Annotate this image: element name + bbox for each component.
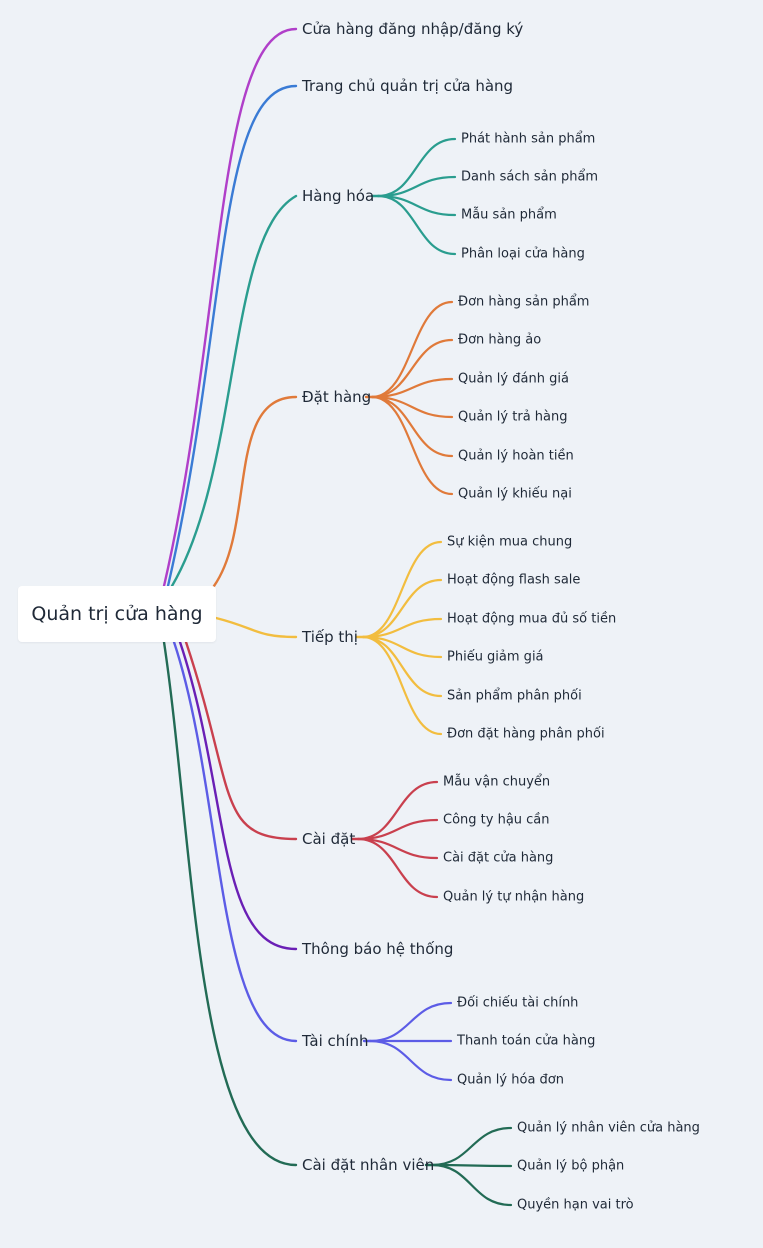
branch-node-3[interactable]: Đặt hàng (302, 388, 372, 406)
leaf-node-2-3[interactable]: Phân loại cửa hàng (461, 246, 585, 262)
branch-connector-2 (170, 194, 298, 588)
branch-connector-3 (212, 395, 298, 588)
leaf-node-8-2[interactable]: Quyền hạn vai trò (517, 1197, 634, 1213)
leaf-connector-8-0 (430, 1126, 513, 1167)
branch-node-4[interactable]: Tiếp thị (302, 628, 358, 646)
leaf-node-8-1[interactable]: Quản lý bộ phận (517, 1158, 625, 1174)
leaf-node-4-2[interactable]: Hoạt động mua đủ số tiền (447, 611, 617, 627)
leaf-node-3-4[interactable]: Quản lý hoàn tiền (458, 448, 574, 464)
leaf-connector-7-0 (368, 1001, 453, 1043)
leaf-node-4-5[interactable]: Đơn đặt hàng phân phối (447, 726, 605, 742)
leaf-node-8-0[interactable]: Quản lý nhân viên cửa hàng (517, 1120, 700, 1136)
leaf-node-7-0[interactable]: Đối chiếu tài chính (457, 995, 579, 1011)
branch-connector-0 (162, 27, 298, 588)
branch-node-7[interactable]: Tài chính (302, 1032, 369, 1050)
leaf-connector-4-5 (361, 635, 443, 736)
leaf-node-5-2[interactable]: Cài đặt cửa hàng (443, 850, 554, 866)
leaf-connector-8-2 (430, 1163, 513, 1207)
branch-connector-5 (184, 640, 298, 841)
leaf-node-5-3[interactable]: Quản lý tự nhận hàng (443, 889, 585, 905)
leaf-connector-3-5 (370, 395, 454, 496)
root-node[interactable]: Quản trị cửa hàng (18, 586, 216, 642)
leaf-node-7-1[interactable]: Thanh toán cửa hàng (457, 1033, 596, 1049)
leaf-connector-7-2 (368, 1039, 453, 1082)
leaf-node-4-3[interactable]: Phiếu giảm giá (447, 649, 544, 665)
leaf-node-4-4[interactable]: Sản phẩm phân phối (447, 688, 582, 704)
branch-node-8[interactable]: Cài đặt nhân viên (302, 1156, 435, 1174)
leaf-connector-5-0 (356, 780, 439, 841)
branch-node-1[interactable]: Trang chủ quản trị cửa hàng (302, 77, 514, 95)
leaf-node-4-1[interactable]: Hoạt động flash sale (447, 572, 581, 588)
branch-node-2[interactable]: Hàng hóa (302, 187, 375, 205)
leaf-connector-2-3 (376, 194, 457, 256)
leaf-node-2-1[interactable]: Danh sách sản phẩm (461, 169, 599, 185)
leaf-connector-4-0 (361, 540, 443, 639)
branch-node-5[interactable]: Cài đặt (302, 830, 356, 848)
leaf-connector-5-3 (356, 837, 439, 899)
mindmap-edges (162, 27, 513, 1207)
leaf-node-3-0[interactable]: Đơn hàng sản phẩm (458, 294, 590, 310)
leaf-node-2-2[interactable]: Mẫu sản phẩm (461, 207, 557, 223)
leaf-node-5-1[interactable]: Công ty hậu cần (443, 812, 550, 828)
branch-connector-1 (166, 84, 298, 588)
leaf-connector-2-0 (376, 137, 457, 198)
leaf-node-3-5[interactable]: Quản lý khiếu nại (458, 486, 572, 502)
leaf-node-7-2[interactable]: Quản lý hóa đơn (457, 1072, 564, 1088)
leaf-connector-4-1 (361, 578, 443, 639)
leaf-node-2-0[interactable]: Phát hành sản phẩm (461, 131, 596, 147)
branch-connector-7 (172, 640, 298, 1043)
leaf-node-3-2[interactable]: Quản lý đánh giá (458, 371, 569, 387)
branch-connector-8 (162, 640, 298, 1167)
leaf-node-3-3[interactable]: Quản lý trả hàng (458, 409, 568, 425)
branch-node-6[interactable]: Thông báo hệ thống (302, 940, 454, 958)
leaf-node-3-1[interactable]: Đơn hàng ảo (458, 332, 542, 348)
branch-connector-6 (178, 640, 298, 951)
root-label: Quản trị cửa hàng (31, 603, 203, 625)
leaf-node-5-0[interactable]: Mẫu vận chuyển (443, 774, 551, 790)
leaf-connector-3-1 (370, 338, 454, 399)
leaf-connector-3-0 (370, 300, 454, 399)
leaf-node-4-0[interactable]: Sự kiện mua chung (447, 534, 573, 550)
branch-node-0[interactable]: Cửa hàng đăng nhập/đăng ký (302, 20, 524, 38)
branch-connector-4 (214, 616, 298, 639)
